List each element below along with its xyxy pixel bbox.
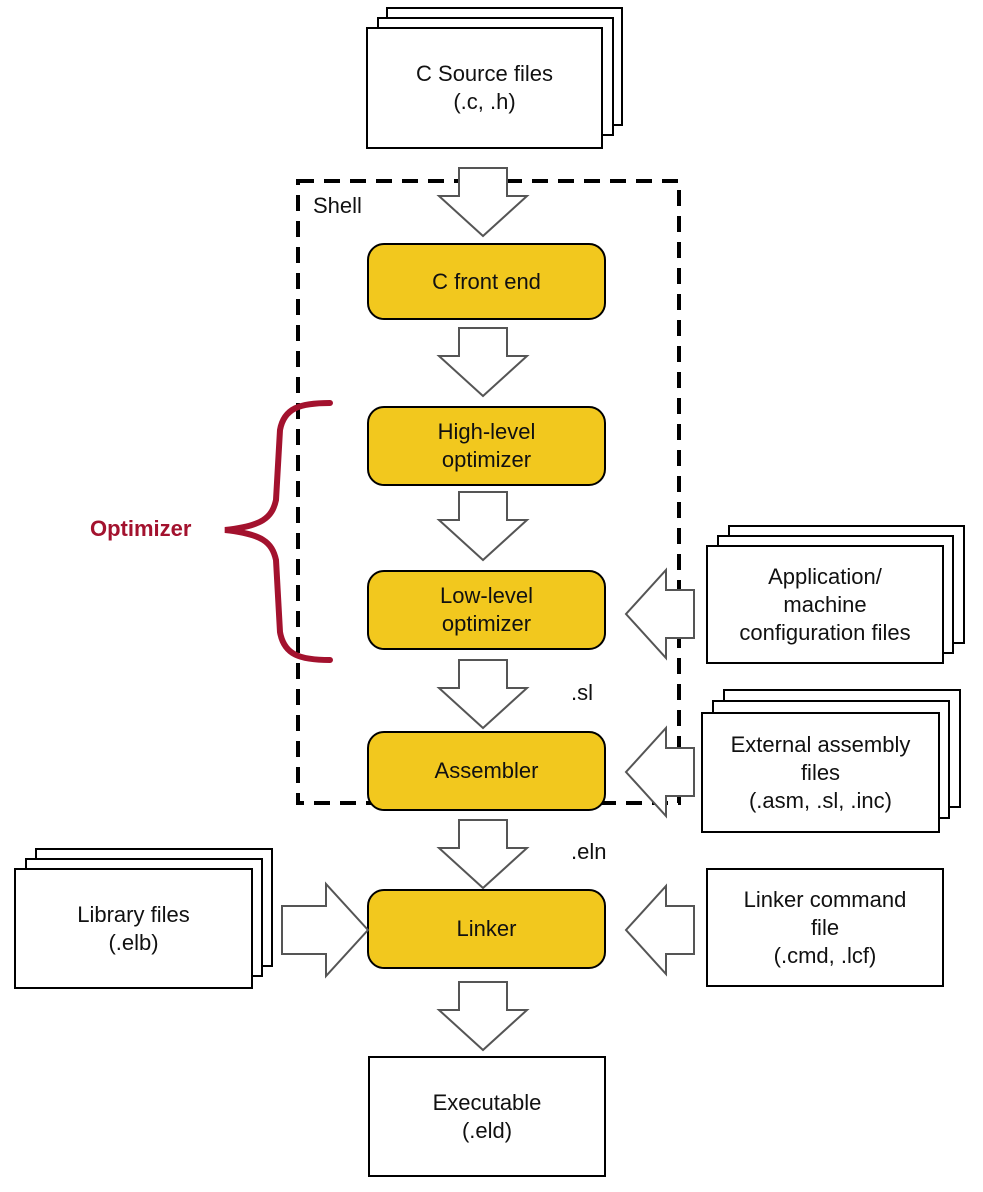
linker-cmd-line-3: (.cmd, .lcf) xyxy=(773,942,877,968)
external-asm-doc-shape xyxy=(701,689,961,833)
arrow-library-to-linker xyxy=(281,881,370,979)
external-asm-line-3: (.asm, .sl, .inc) xyxy=(748,787,892,813)
stage-box-front-end xyxy=(367,243,606,320)
app-config-line-1: Application/ xyxy=(768,563,882,589)
external-asm-label: External assembly files (.asm, .sl, .inc… xyxy=(702,713,939,832)
executable-line-2: (.eld) xyxy=(461,1117,513,1143)
arrow-highlevel-to-lowlevel xyxy=(438,491,528,561)
app-config-line-3: configuration files xyxy=(739,619,911,645)
stage-low-level-label-2: optimizer xyxy=(441,611,532,636)
stage-front-end-label: C front end xyxy=(432,268,541,294)
arrow-frontend-to-highlevel xyxy=(438,327,528,397)
stage-low-level-label-1: Low-level xyxy=(440,583,533,608)
stage-high-level-label-2: optimizer xyxy=(441,447,532,472)
arrow-config-to-lowlevel xyxy=(625,569,695,659)
stage-box-high-level xyxy=(367,406,606,486)
stage-high-level: High-level optimizer xyxy=(368,407,605,485)
stage-assembler-label: Assembler xyxy=(434,758,539,783)
library-label: Library files (.elb) xyxy=(15,869,252,988)
app-config-doc-shape xyxy=(706,525,965,664)
linker-cmd-line-1: Linker command xyxy=(743,886,907,912)
arrow-lowlevel-to-assembler xyxy=(438,659,528,729)
arrow-source-to-frontend xyxy=(438,167,528,237)
source-files-label: C Source files (.c, .h) xyxy=(367,28,602,148)
executable-line-1: Executable xyxy=(432,1089,542,1115)
app-config-line-2: machine xyxy=(783,591,867,617)
linker-cmd-doc-shape xyxy=(706,868,944,987)
arrow-lcf-to-linker xyxy=(625,885,695,975)
executable-doc-shape xyxy=(368,1056,606,1177)
optimizer-brace xyxy=(224,400,333,663)
stage-low-level: Low-level optimizer xyxy=(368,571,605,649)
library-doc-shape xyxy=(14,848,273,989)
library-line-1: Library files xyxy=(77,901,190,927)
executable-label: Executable (.eld) xyxy=(369,1057,605,1176)
external-asm-line-2: files xyxy=(800,759,841,785)
stage-assembler: Assembler xyxy=(368,732,605,810)
edge-label-eln: .eln xyxy=(571,839,607,864)
shell-label: Shell xyxy=(313,193,362,218)
stage-front-end: C front end xyxy=(368,244,605,319)
stage-high-level-label-1: High-level xyxy=(437,419,536,444)
library-line-2: (.elb) xyxy=(108,929,159,955)
source-files-name: C Source files xyxy=(416,61,553,86)
external-asm-line-1: External assembly xyxy=(730,731,911,757)
app-config-label: Application/ machine configuration files xyxy=(707,546,943,663)
stage-box-low-level xyxy=(367,570,606,650)
linker-cmd-label: Linker command file (.cmd, .lcf) xyxy=(707,869,943,986)
linker-cmd-line-2: file xyxy=(810,914,840,940)
optimizer-group-label: Optimizer xyxy=(90,516,192,541)
stage-linker: Linker xyxy=(368,890,605,968)
edge-label-sl: .sl xyxy=(571,680,593,705)
arrow-linker-to-executable xyxy=(438,981,528,1051)
stage-box-assembler xyxy=(367,731,606,811)
arrow-assembler-to-linker xyxy=(438,819,528,889)
stage-linker-label: Linker xyxy=(456,916,517,941)
source-files-ext: (.c, .h) xyxy=(453,89,516,114)
source-files-doc-shape xyxy=(366,7,623,149)
